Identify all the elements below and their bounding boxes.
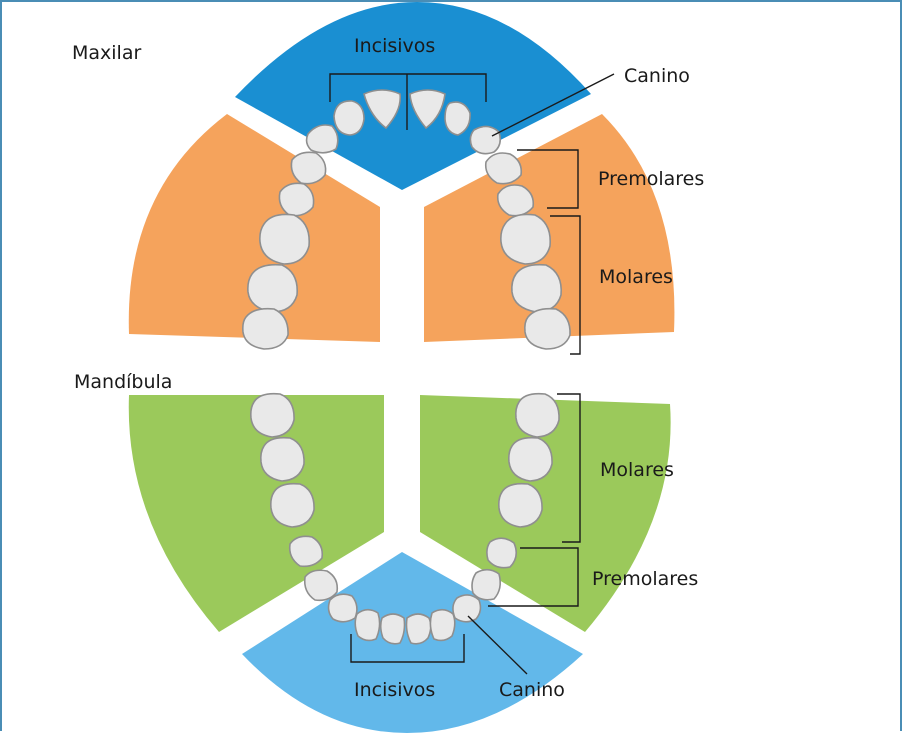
- upper-jaw-label: Maxilar: [72, 42, 141, 64]
- upper-premolar-tooth: [498, 185, 534, 216]
- upper-molar-tooth: [525, 309, 570, 349]
- lower-molar-tooth: [499, 484, 542, 527]
- lower-molars-label: Molares: [600, 459, 674, 481]
- upper-premolars-label: Premolares: [598, 168, 704, 190]
- upper-canine-label: Canino: [624, 65, 690, 87]
- lower-premolars-label: Premolares: [592, 568, 698, 590]
- upper-premolar-tooth: [279, 183, 313, 215]
- upper-molars-label: Molares: [599, 266, 673, 288]
- upper-molar-tooth: [243, 309, 288, 349]
- upper-molar-tooth: [501, 214, 550, 264]
- lower-incisor-tooth: [407, 614, 431, 644]
- lower-molar-tooth: [261, 438, 304, 481]
- upper-premolar-tooth: [486, 153, 522, 184]
- lower-molar-tooth: [516, 394, 559, 437]
- lower-incisor-tooth: [381, 614, 405, 644]
- upper-molar-tooth: [260, 214, 309, 264]
- upper-molar-tooth: [248, 265, 297, 312]
- lower-premolar-tooth: [290, 536, 323, 566]
- lower-premolar-tooth: [472, 570, 500, 600]
- upper-premolar-tooth: [291, 152, 325, 183]
- lower-canine-tooth: [329, 594, 357, 622]
- upper-canine-tooth: [470, 126, 500, 153]
- lower-premolar-tooth: [487, 538, 516, 567]
- lower-incisors-label: Incisivos: [354, 679, 435, 701]
- lower-premolar-tooth: [305, 570, 338, 600]
- upper-incisor-tooth: [334, 101, 364, 135]
- lower-canine-tooth: [453, 595, 481, 622]
- lower-molar-tooth: [509, 438, 552, 481]
- lower-incisor-tooth: [430, 610, 454, 641]
- lower-canine-label: Canino: [499, 679, 565, 701]
- lower-molar-tooth: [271, 484, 314, 527]
- upper-molar-tooth: [512, 265, 561, 312]
- upper-incisors-label: Incisivos: [354, 35, 435, 57]
- lower-molar-tooth: [251, 394, 294, 437]
- lower-jaw-label: Mandíbula: [74, 371, 172, 393]
- lower-incisor-tooth: [355, 610, 379, 641]
